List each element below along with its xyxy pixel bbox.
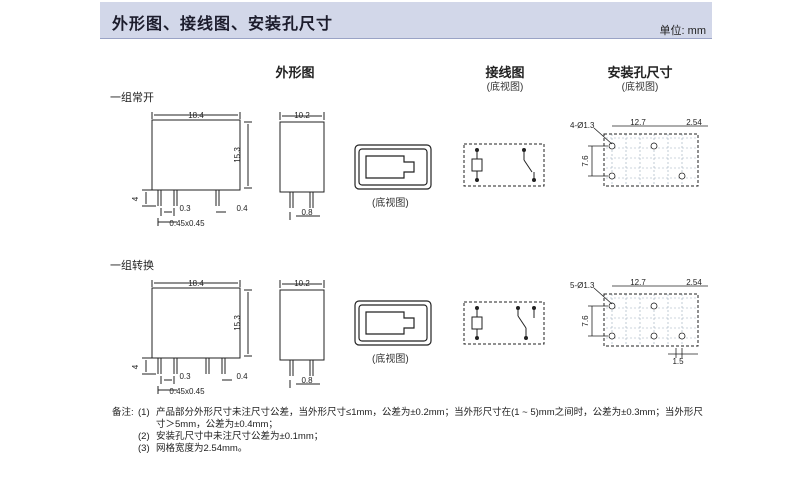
dim-side-pin: 0.4: [236, 372, 248, 381]
mounting-diagram-1: 4-Ø1.3 12.7 2.54 7.6: [570, 118, 708, 187]
mounting-diagram-2: 5-Ø1.3 12.7 2.54 7.6 1.5: [570, 278, 708, 366]
unit-label: 单位: mm: [659, 25, 706, 37]
dim-pin-size: 0.45x0.45: [169, 219, 205, 228]
section-header: 外形图、接线图、安装孔尺寸 单位: mm: [100, 2, 712, 39]
front-outline-drawing-1: 18.4 15.3 4 0.3 0.4 0.45x0.45: [131, 111, 252, 228]
mounting-column-subtitle: (底视图): [621, 82, 659, 93]
mount-height: 7.6: [581, 315, 590, 327]
note-2-num: (2): [138, 431, 150, 442]
dim-height: 15.3: [233, 147, 242, 163]
wiring-diagram-1: [463, 143, 545, 187]
mount-holes: 4-Ø1.3: [570, 121, 595, 130]
group-label-co: 一组转换: [110, 260, 154, 272]
mount-spacing: 2.54: [686, 118, 702, 127]
dim-height: 15.3: [233, 315, 242, 331]
wiring-diagram-2: [463, 301, 545, 345]
bottom-view-caption-2: (底视图): [372, 354, 409, 365]
note-2-text: 安装孔尺寸中未注尺寸公差为±0.1mm；: [156, 431, 324, 442]
dim-pin-len: 4: [131, 364, 140, 369]
dim-pin-pitch: 0.3: [179, 204, 191, 213]
wiring-column-subtitle: (底视图): [486, 82, 524, 93]
note-1-text: 产品部分外形尺寸未注尺寸公差，当外形尺寸≤1mm，公差为±0.2mm；当外形尺寸…: [156, 407, 703, 418]
bottom-view-drawing-2: [354, 300, 432, 346]
mount-spacing: 2.54: [686, 278, 702, 287]
dim-side-bottom: 0.8: [301, 376, 313, 385]
outline-column-title: 外形图: [275, 65, 315, 80]
mount-pitch: 12.7: [630, 118, 646, 127]
bottom-view-caption-1: (底视图): [372, 198, 409, 209]
mount-holes: 5-Ø1.3: [570, 281, 595, 290]
bottom-view-drawing-1: [354, 144, 432, 190]
side-outline-drawing-2: 10.2 0.8: [279, 279, 325, 388]
note-3-text: 网格宽度为2.54mm。: [156, 443, 248, 454]
note-3-num: (3): [138, 443, 150, 454]
dim-side-pin: 0.4: [236, 204, 248, 213]
dim-pin-len: 4: [131, 196, 140, 201]
section-title: 外形图、接线图、安装孔尺寸: [112, 16, 334, 33]
notes-label: 备注:: [112, 407, 134, 418]
front-outline-drawing-2: 18.4 15.3 4 0.3 0.4 0.45x0.45: [131, 279, 252, 396]
mount-height: 7.6: [581, 155, 590, 167]
dim-width: 18.4: [188, 279, 204, 288]
mount-offset: 1.5: [672, 357, 684, 366]
mount-pitch: 12.7: [630, 278, 646, 287]
wiring-column-title: 接线图: [485, 65, 525, 80]
dim-pin-pitch: 0.3: [179, 372, 191, 381]
dim-width: 18.4: [188, 111, 204, 120]
dim-depth: 10.2: [294, 279, 310, 288]
note-1-cont: 寸＞5mm，公差为±0.4mm；: [156, 419, 278, 430]
group-label-no: 一组常开: [110, 92, 154, 104]
side-outline-drawing-1: 10.2 0.8: [279, 111, 325, 220]
mounting-column-title: 安装孔尺寸: [607, 65, 673, 80]
dim-depth: 10.2: [294, 111, 310, 120]
dim-pin-size: 0.45x0.45: [169, 387, 205, 396]
note-1-num: (1): [138, 407, 150, 418]
dim-side-bottom: 0.8: [301, 208, 313, 217]
